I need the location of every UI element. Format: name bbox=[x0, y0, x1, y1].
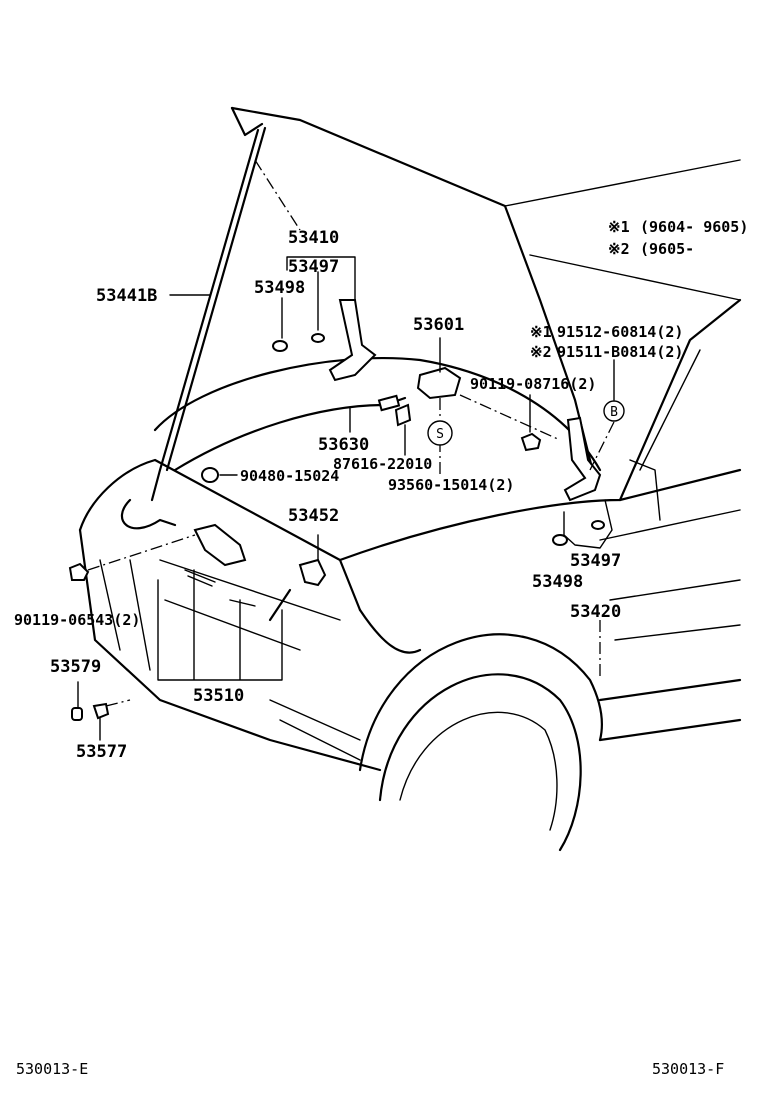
hood-support-rod-2 bbox=[165, 126, 267, 472]
callout-91511: 91511-B0814(2) bbox=[557, 343, 683, 361]
release-lever bbox=[193, 523, 247, 567]
leader-53410 bbox=[254, 159, 301, 231]
leader-53497-left bbox=[286, 256, 356, 331]
hood-bumper bbox=[201, 467, 219, 483]
lever-bracket-53452 bbox=[298, 558, 327, 587]
lever-spring bbox=[184, 569, 216, 587]
cushion-right-53498 bbox=[552, 534, 568, 546]
hood-panel-outline bbox=[230, 106, 597, 482]
tire-inner bbox=[399, 711, 558, 831]
front-face bbox=[78, 458, 362, 612]
callout-91512: 91512-60814(2) bbox=[557, 323, 683, 341]
callout-53510: 53510 bbox=[193, 686, 244, 706]
leader-bolt-lever bbox=[87, 534, 196, 571]
body-side-lines bbox=[599, 509, 741, 641]
callout-53498-right: 53498 bbox=[532, 572, 583, 592]
fender-front bbox=[358, 608, 422, 654]
wheel-arch bbox=[358, 633, 604, 772]
callout-53579: 53579 bbox=[50, 657, 101, 677]
cushion-right-53497 bbox=[591, 520, 605, 530]
legend-note2-mark: ※2 bbox=[608, 240, 630, 258]
hood-corner bbox=[230, 106, 264, 137]
bolt-lever bbox=[68, 562, 90, 581]
cowl-line bbox=[529, 254, 741, 301]
front-bumper bbox=[78, 528, 382, 772]
hood-hinge-right bbox=[563, 416, 602, 502]
a-pillar-inner bbox=[639, 349, 701, 471]
cushion-left-53498 bbox=[272, 340, 288, 352]
callout-note2-mark: ※2 bbox=[530, 343, 552, 361]
bolt-lock bbox=[520, 432, 542, 452]
cushion-left-53497 bbox=[311, 333, 325, 343]
callout-53577: 53577 bbox=[76, 742, 127, 762]
legend: ※1 (9604- 9605) ※2 (9605- ) bbox=[608, 218, 760, 258]
leader-53510 bbox=[157, 569, 283, 681]
release-cable bbox=[173, 396, 407, 472]
legend-note1-mark: ※1 bbox=[608, 218, 630, 236]
callout-53441B: 53441B bbox=[96, 286, 157, 306]
pillar-base bbox=[629, 459, 661, 521]
callout-53630: 53630 bbox=[318, 435, 369, 455]
hood-support-rod bbox=[150, 128, 260, 502]
callout-90480: 90480-15024 bbox=[240, 467, 339, 485]
hood-centerline bbox=[299, 119, 506, 207]
circle-b-marker bbox=[603, 400, 625, 422]
circle-s-label: S bbox=[436, 427, 444, 442]
leader-clip-dash bbox=[105, 699, 131, 707]
a-pillar bbox=[618, 298, 742, 502]
callout-90119-08716: 90119-08716(2) bbox=[470, 375, 596, 393]
callout-53497-right: 53497 bbox=[570, 551, 621, 571]
callouts: 53441B 53410 53497 53498 53601 53630 876… bbox=[14, 228, 683, 762]
leader-b-hinge bbox=[589, 421, 615, 471]
callout-87616: 87616-22010 bbox=[333, 455, 432, 473]
tire-outline bbox=[378, 673, 582, 852]
grille-slats bbox=[99, 559, 151, 671]
windshield-top bbox=[504, 159, 741, 207]
rod-holder bbox=[120, 498, 177, 530]
lever-spring-2 bbox=[229, 599, 256, 607]
footer-right-code: 530013-F bbox=[652, 1060, 724, 1078]
hood-hinge-left bbox=[328, 299, 377, 382]
callout-note1-mark: ※1 bbox=[530, 323, 552, 341]
legend-note1-range: (9604- 9605) bbox=[640, 218, 748, 236]
circle-s-marker bbox=[427, 420, 453, 446]
cable-clamp bbox=[394, 403, 412, 427]
callout-93560: 93560-15014(2) bbox=[388, 476, 514, 494]
engine-bay-rim bbox=[153, 357, 602, 472]
clip-53577 bbox=[92, 702, 110, 720]
circle-markers: S B bbox=[427, 400, 625, 446]
headlamp-lines bbox=[159, 559, 341, 651]
callout-53498-left: 53498 bbox=[254, 278, 305, 298]
leader-53420 bbox=[563, 499, 613, 549]
callout-53497-left: 53497 bbox=[288, 257, 339, 277]
lever-link bbox=[268, 588, 292, 622]
callout-53452: 53452 bbox=[288, 506, 339, 526]
hinge-alignment bbox=[459, 394, 561, 441]
grommet-53579 bbox=[71, 707, 83, 721]
callout-53410: 53410 bbox=[288, 228, 339, 248]
bumper-lines bbox=[269, 699, 361, 761]
callout-53601: 53601 bbox=[413, 315, 464, 335]
circle-b-label: B bbox=[610, 405, 618, 420]
cable-end bbox=[377, 394, 401, 412]
callout-53420: 53420 bbox=[570, 602, 621, 622]
hood-lock bbox=[416, 366, 462, 400]
footer-left-code: 530013-E bbox=[16, 1060, 88, 1078]
side-step bbox=[598, 678, 742, 742]
leader-lines bbox=[77, 159, 615, 741]
footer: 530013-E 530013-F bbox=[16, 1060, 724, 1078]
parts bbox=[68, 126, 605, 721]
callout-90119-06543: 90119-06543(2) bbox=[14, 611, 140, 629]
legend-note2-range: (9605- ) bbox=[640, 240, 760, 258]
